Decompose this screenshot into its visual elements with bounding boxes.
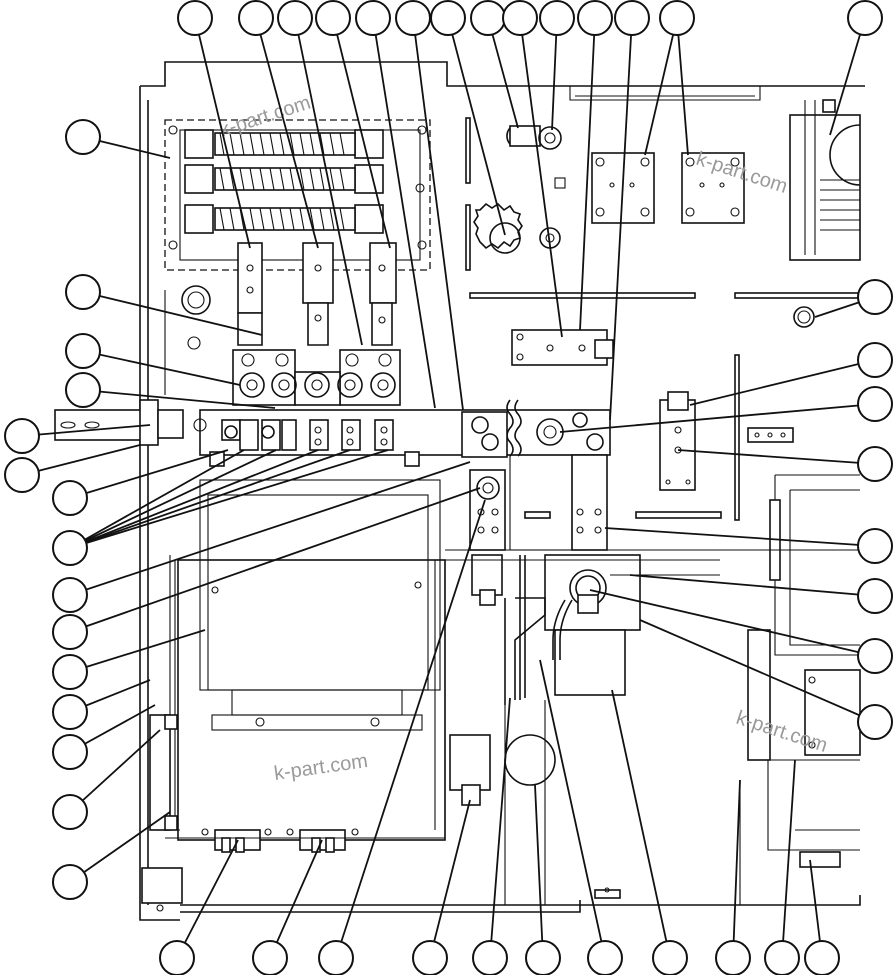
callout-bottom-6 xyxy=(525,940,561,975)
callout-right-3 xyxy=(857,386,893,422)
callout-left-9 xyxy=(52,577,88,613)
callout-left-15 xyxy=(52,864,88,900)
callout-left-5 xyxy=(4,418,40,454)
control-unit xyxy=(165,479,446,853)
callout-bottom-4 xyxy=(412,940,448,975)
callout-right-7 xyxy=(857,638,893,674)
callout-top-4 xyxy=(315,0,351,36)
contactor-assembly xyxy=(445,549,860,905)
callout-left-7 xyxy=(52,480,88,516)
callout-top-14 xyxy=(847,0,883,36)
callout-left-14 xyxy=(52,794,88,830)
callout-top-10 xyxy=(539,0,575,36)
callout-right-4 xyxy=(857,446,893,482)
callout-top-13 xyxy=(659,0,695,36)
resistor-straps xyxy=(237,242,397,346)
callout-left-8 xyxy=(52,530,88,566)
resistor-bank xyxy=(164,119,431,271)
callout-bottom-5 xyxy=(472,940,508,975)
callout-top-6 xyxy=(395,0,431,36)
callout-top-5 xyxy=(355,0,391,36)
callout-right-5 xyxy=(857,528,893,564)
callout-right-6 xyxy=(857,578,893,614)
callout-top-9 xyxy=(502,0,538,36)
callout-top-8 xyxy=(470,0,506,36)
callout-bottom-9 xyxy=(715,940,751,975)
callout-left-6 xyxy=(4,457,40,493)
leader-lines xyxy=(21,17,876,959)
callout-left-12 xyxy=(52,694,88,730)
left-side-parts xyxy=(141,285,211,912)
callout-left-10 xyxy=(52,614,88,650)
callout-top-3 xyxy=(277,0,313,36)
callout-top-2 xyxy=(238,0,274,36)
callout-left-4 xyxy=(65,372,101,408)
callout-bottom-2 xyxy=(252,940,288,975)
callout-bottom-1 xyxy=(159,940,195,975)
callout-bottom-11 xyxy=(804,940,840,975)
callout-bottom-7 xyxy=(587,940,623,975)
callout-right-2 xyxy=(857,342,893,378)
callouts xyxy=(4,0,893,975)
callout-left-3 xyxy=(65,333,101,369)
callout-left-2 xyxy=(65,274,101,310)
callout-right-8 xyxy=(857,704,893,740)
callout-top-11 xyxy=(577,0,613,36)
horizontal-busbar xyxy=(54,399,611,467)
terminal-block xyxy=(232,349,401,406)
callout-right-1 xyxy=(857,279,893,315)
callout-left-13 xyxy=(52,734,88,770)
callout-bottom-8 xyxy=(652,940,688,975)
callout-top-7 xyxy=(430,0,466,36)
callout-top-12 xyxy=(614,0,650,36)
vertical-busbars xyxy=(469,454,608,551)
callout-bottom-3 xyxy=(318,940,354,975)
callout-left-1 xyxy=(65,119,101,155)
callout-bottom-10 xyxy=(764,940,800,975)
callout-top-1 xyxy=(177,0,213,36)
callout-left-11 xyxy=(52,654,88,690)
